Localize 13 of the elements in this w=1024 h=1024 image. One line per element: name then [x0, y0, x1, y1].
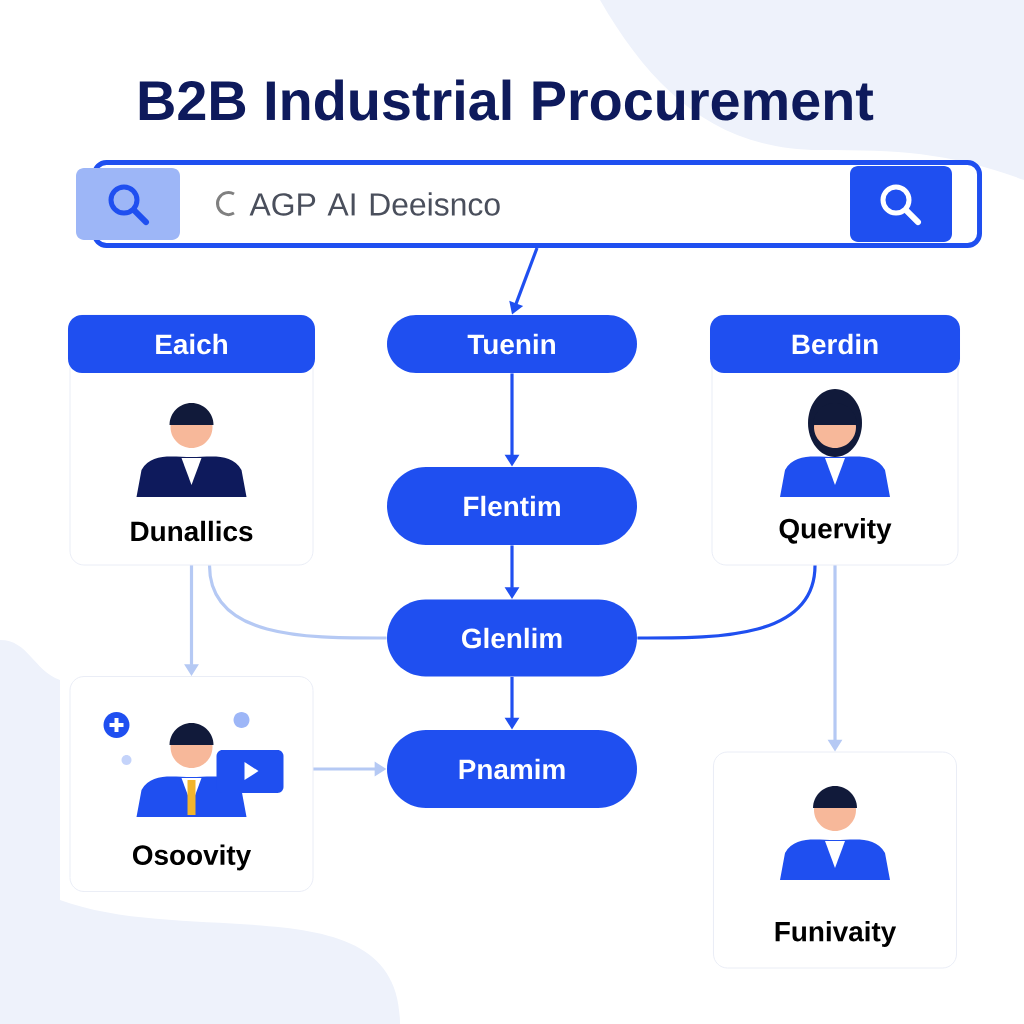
- process-pill: Flentim: [387, 467, 637, 545]
- connector-line: [637, 565, 817, 640]
- card-label: Dunallics: [131, 520, 253, 542]
- title: B2B Industrial Procurement: [139, 79, 874, 121]
- card-header: Berdin: [710, 315, 960, 373]
- process-pill: Tuenin: [387, 315, 637, 373]
- connector-line: [207, 565, 387, 640]
- card-label: Funivaity: [775, 921, 897, 947]
- card-label: Osoovity: [133, 844, 252, 871]
- process-pill: Glenlim: [387, 599, 637, 677]
- card-label: Quervity: [779, 518, 892, 544]
- process-pill: Pnamim: [387, 730, 637, 808]
- card-header: Eaich: [68, 315, 315, 373]
